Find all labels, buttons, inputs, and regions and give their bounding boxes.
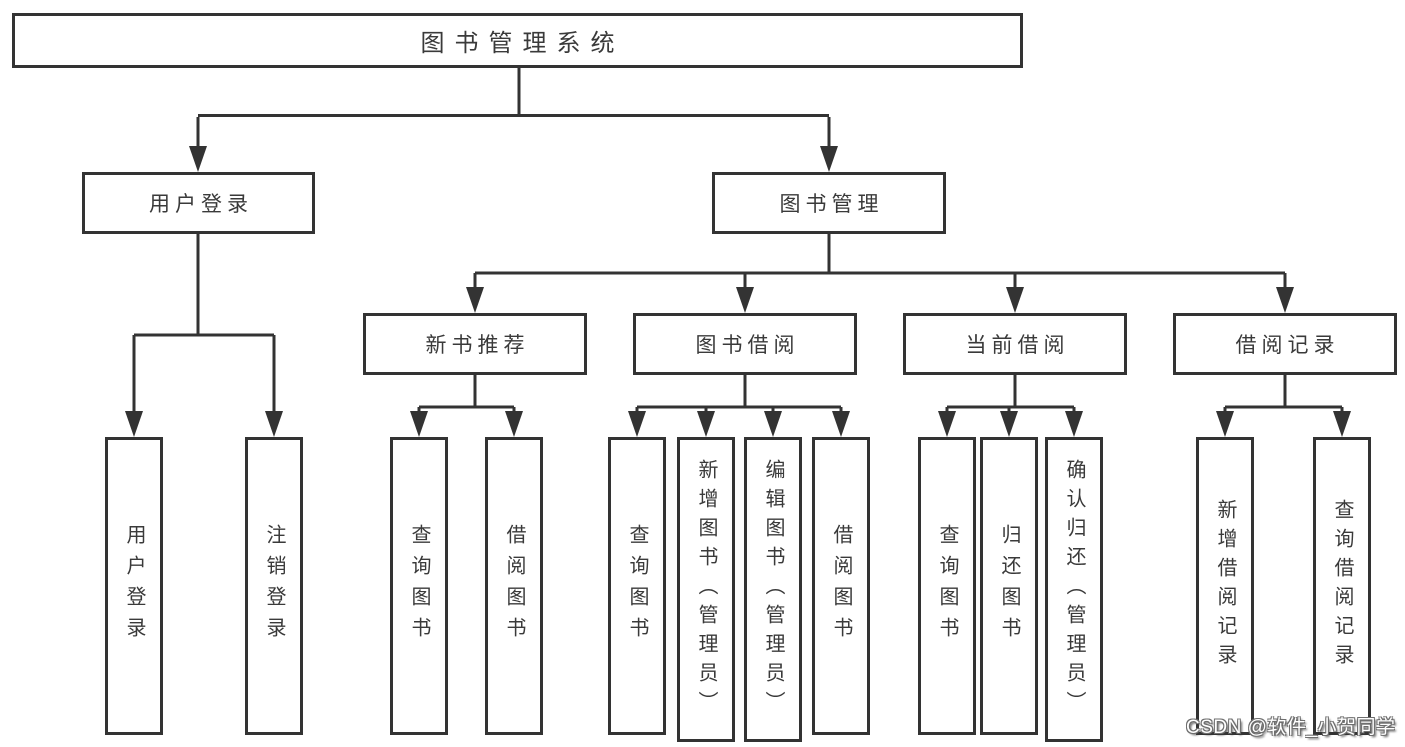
node-book-management: 图书管理: [712, 172, 946, 234]
node-user-login: 用户登录: [82, 172, 315, 234]
leaf-return-book: 归还图书: [980, 437, 1038, 735]
leaf-borrow-book: 借阅图书: [812, 437, 870, 735]
leaf-query-book-recommend: 查询图书: [390, 437, 448, 735]
node-book-borrow: 图书借阅: [633, 313, 857, 375]
leaf-add-book-admin: 新增图书（管理员）: [677, 437, 735, 742]
node-borrow-records: 借阅记录: [1173, 313, 1397, 375]
leaf-query-borrow-record: 查询借阅记录: [1313, 437, 1371, 735]
leaf-logout: 注销登录: [245, 437, 303, 735]
leaf-query-book-current: 查询图书: [918, 437, 976, 735]
leaf-edit-book-admin: 编辑图书（管理员）: [744, 437, 802, 742]
leaf-user-login: 用户登录: [105, 437, 163, 735]
leaf-confirm-return-admin: 确认归还（管理员）: [1045, 437, 1103, 742]
leaf-query-book-borrow: 查询图书: [608, 437, 666, 735]
node-root-library-system: 图书管理系统: [12, 13, 1023, 68]
arrowheads: [125, 146, 1351, 437]
node-new-book-recommend: 新书推荐: [363, 313, 587, 375]
leaf-borrow-book-recommend: 借阅图书: [485, 437, 543, 735]
leaf-add-borrow-record: 新增借阅记录: [1196, 437, 1254, 735]
node-current-borrow: 当前借阅: [903, 313, 1127, 375]
watermark: CSDN @软件_小贺同学: [1186, 717, 1396, 738]
